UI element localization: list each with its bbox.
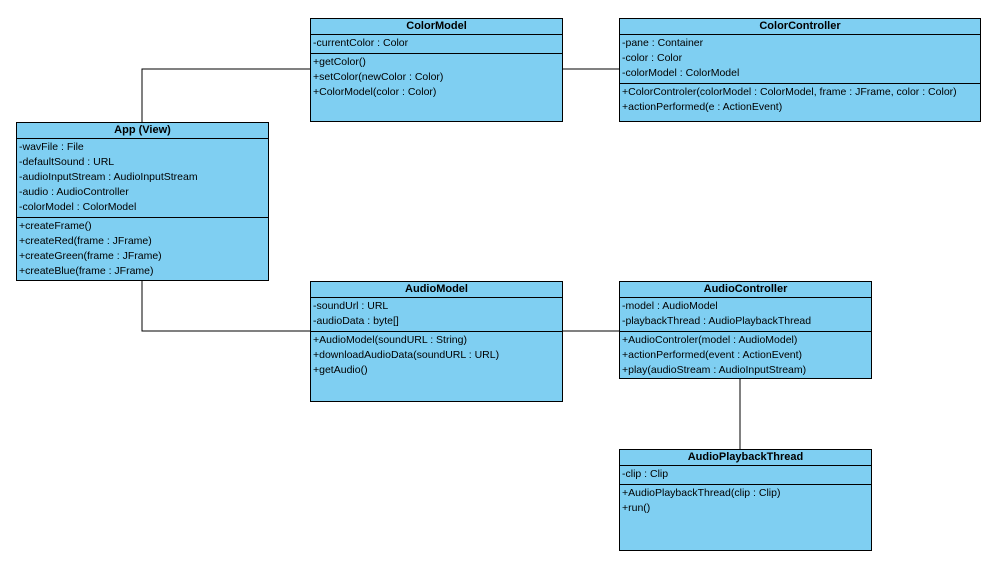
operations-compartment: +AudioPlaybackThread(clip : Clip) +run() bbox=[620, 485, 871, 518]
attribute-row: -soundUrl : URL bbox=[313, 300, 389, 312]
attribute-row: -model : AudioModel bbox=[622, 300, 718, 312]
class-audio-playback-thread[interactable]: AudioPlaybackThread -clip : Clip +AudioP… bbox=[619, 449, 872, 551]
attributes-compartment: -pane : Container -color : Color -colorMod… bbox=[620, 35, 980, 84]
attribute-row: -colorModel : ColorModel bbox=[19, 201, 137, 213]
association-app-audiomodel bbox=[141, 281, 310, 332]
operation-row: +setColor(newColor : Color) bbox=[313, 71, 444, 83]
operation-row: +createGreen(frame : JFrame) bbox=[19, 250, 162, 262]
operation-row: +downloadAudioData(soundURL : URL) bbox=[313, 349, 500, 361]
attributes-compartment: -model : AudioModel -playbackThread : Aud… bbox=[620, 298, 871, 332]
operation-row: +AudioPlaybackThread(clip : Clip) bbox=[622, 487, 781, 499]
attributes-compartment: -soundUrl : URL -audioData : byte[] bbox=[311, 298, 562, 332]
attribute-row: -audioData : byte[] bbox=[313, 315, 399, 327]
operations-compartment: +AudioControler(model : AudioModel) +acti… bbox=[620, 332, 871, 380]
attribute-row: -defaultSound : URL bbox=[19, 156, 115, 168]
attributes-compartment: -currentColor : Color bbox=[311, 35, 562, 54]
class-name: AudioModel bbox=[311, 282, 562, 298]
class-name: AudioPlaybackThread bbox=[620, 450, 871, 466]
attribute-row: -colorModel : ColorModel bbox=[622, 67, 740, 79]
class-name: App (View) bbox=[17, 123, 268, 139]
attribute-row: -clip : Clip bbox=[622, 468, 669, 480]
operation-row: +run() bbox=[622, 502, 651, 514]
attribute-row: -color : Color bbox=[622, 52, 683, 64]
operation-row: +actionPerformed(event : ActionEvent) bbox=[622, 349, 803, 361]
association-app-colormodel bbox=[141, 68, 310, 122]
attribute-row: -currentColor : Color bbox=[313, 37, 409, 49]
attribute-row: -pane : Container bbox=[622, 37, 704, 49]
attribute-row: -playbackThread : AudioPlaybackThread bbox=[622, 315, 812, 327]
operations-compartment: +getColor() +setColor(newColor : Color) +C… bbox=[311, 54, 562, 102]
attributes-compartment: -clip : Clip bbox=[620, 466, 871, 485]
operation-row: +getColor() bbox=[313, 56, 366, 68]
operation-row: +getAudio() bbox=[313, 364, 368, 376]
operation-row: +AudioControler(model : AudioModel) bbox=[622, 334, 798, 346]
operation-row: +createFrame() bbox=[19, 220, 92, 232]
class-color-model[interactable]: ColorModel -currentColor : Color +getCol… bbox=[310, 18, 563, 122]
attribute-row: -audio : AudioController bbox=[19, 186, 129, 198]
class-name: ColorModel bbox=[311, 19, 562, 35]
operation-row: +ColorModel(color : Color) bbox=[313, 86, 437, 98]
operations-compartment: +AudioModel(soundURL : String) +downloadA… bbox=[311, 332, 562, 380]
operations-compartment: +createFrame() +createRed(frame : JFrame)… bbox=[17, 218, 268, 281]
operations-compartment: +ColorControler(colorModel : ColorModel,… bbox=[620, 84, 980, 117]
class-name: AudioController bbox=[620, 282, 871, 298]
operation-row: +ColorControler(colorModel : ColorModel,… bbox=[622, 86, 957, 98]
attribute-row: -wavFile : File bbox=[19, 141, 84, 153]
operation-row: +actionPerformed(e : ActionEvent) bbox=[622, 101, 783, 113]
class-audio-model[interactable]: AudioModel -soundUrl : URL -audioData : b… bbox=[310, 281, 563, 402]
class-color-controller[interactable]: ColorController -pane : Container -color … bbox=[619, 18, 981, 122]
operation-row: +AudioModel(soundURL : String) bbox=[313, 334, 467, 346]
class-audio-controller[interactable]: AudioController -model : AudioModel -play… bbox=[619, 281, 872, 379]
operation-row: +createBlue(frame : JFrame) bbox=[19, 265, 154, 277]
attribute-row: -audioInputStream : AudioInputStream bbox=[19, 171, 198, 183]
class-name: ColorController bbox=[620, 19, 980, 35]
attributes-compartment: -wavFile : File -defaultSound : URL -audio… bbox=[17, 139, 268, 218]
operation-row: +play(audioStream : AudioInputStream) bbox=[622, 364, 807, 376]
operation-row: +createRed(frame : JFrame) bbox=[19, 235, 152, 247]
class-app-view[interactable]: App (View) -wavFile : File -defaultSound … bbox=[16, 122, 269, 281]
